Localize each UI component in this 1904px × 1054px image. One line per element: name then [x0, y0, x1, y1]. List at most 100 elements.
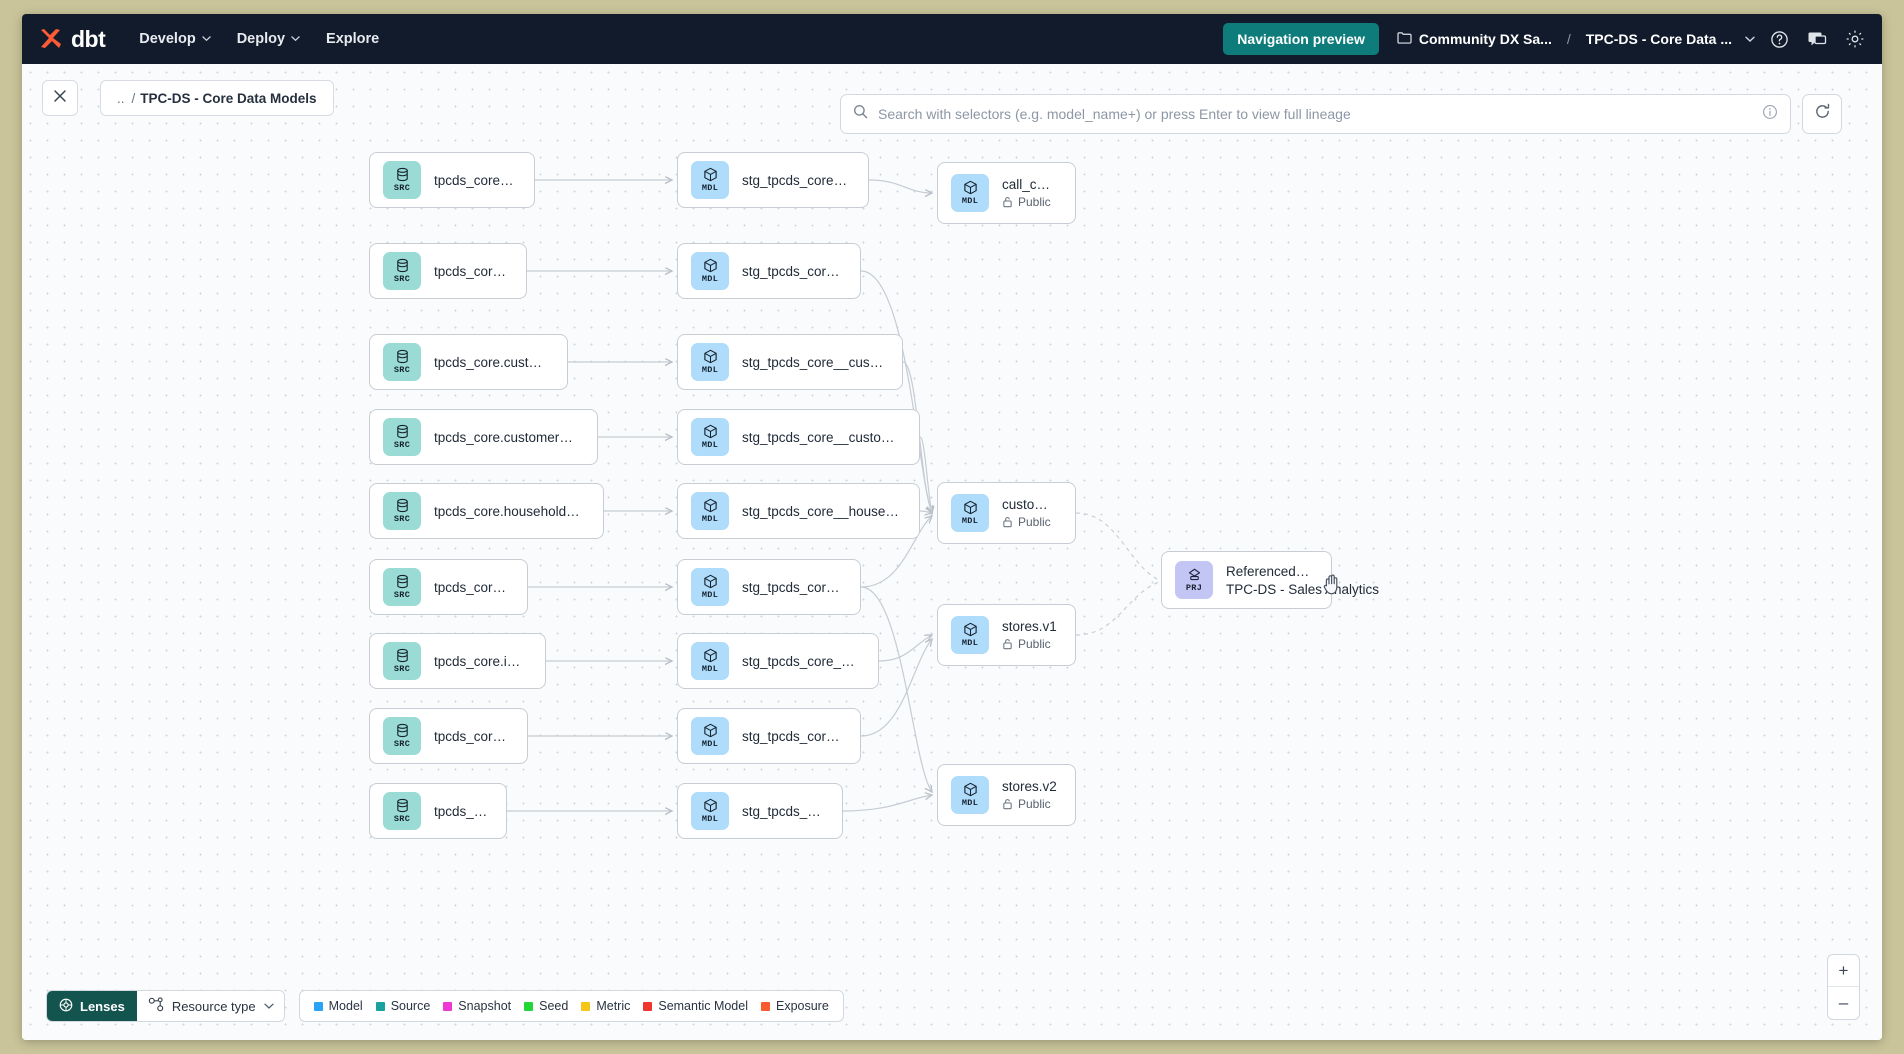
lineage-bottom-bar: Lenses Resource type Model Source Snapshot… [46, 990, 844, 1022]
node-text: tpcds_core.household_demographics [434, 504, 585, 519]
dbt-explore-app: dbt Develop Deploy Explore Navigation pr… [22, 14, 1882, 1040]
lenses-button[interactable]: Lenses [47, 991, 137, 1021]
navigation-preview-button[interactable]: Navigation preview [1223, 23, 1379, 55]
legend-label: Metric [596, 999, 631, 1013]
lineage-node-src-customer-demographics[interactable]: SRC tpcds_core.customer_demographics [369, 409, 598, 465]
search-box[interactable] [840, 94, 1791, 134]
legend-swatch [313, 1001, 323, 1011]
resource-type-dropdown[interactable]: Resource type [136, 991, 284, 1021]
legend-swatch [375, 1001, 385, 1011]
close-button[interactable] [42, 80, 78, 116]
nav-develop-label: Develop [139, 31, 196, 47]
lineage-canvas[interactable]: SRCtpcds_core.call_centerSRCtpcds_core.c… [22, 64, 1882, 1040]
node-text: tpcds_core.customer_demographics [434, 430, 579, 445]
lineage-node-mdl-stg-household-demographics[interactable]: MDLstg_tpcds_core__household_demogr… [677, 483, 920, 539]
lineage-node-mdl-stg-customer-demographics[interactable]: MDLstg_tpcds_core__customer_demogra… [677, 409, 920, 465]
node-title: stg_tpcds_core__customer_demogra… [742, 429, 901, 445]
legend-item-metric[interactable]: Metric [581, 999, 630, 1013]
lens-controls: Lenses Resource type [46, 990, 285, 1022]
folder-icon [1397, 31, 1412, 47]
zoom-in-button[interactable]: + [1828, 955, 1859, 987]
search-input[interactable] [878, 106, 1752, 122]
mdl-badge-icon: MDL [951, 494, 989, 532]
lineage-node-mdl-customers[interactable]: MDL customersPublic [937, 482, 1076, 544]
lock-icon [1002, 638, 1013, 650]
dbt-logo-text: dbt [71, 25, 106, 52]
legend-item-model[interactable]: Model [313, 999, 363, 1013]
node-text: customersPublic [1002, 497, 1057, 529]
node-title: tpcds_core.call_center [434, 172, 516, 188]
settings-icon[interactable] [1842, 26, 1868, 52]
mdl-badge-icon: MDL [951, 174, 989, 212]
breadcrumb-project[interactable]: TPC-DS - Core Data ... [1585, 31, 1732, 47]
legend-swatch [443, 1001, 453, 1011]
node-title: stg_tpcds_core__store [742, 803, 824, 819]
legend-swatch [581, 1001, 591, 1011]
breadcrumb-account[interactable]: Community DX Sa... [1418, 31, 1552, 47]
chevron-down-icon[interactable] [1745, 34, 1755, 43]
legend-item-seed[interactable]: Seed [524, 999, 568, 1013]
node-subtitle-label: Public [1018, 637, 1051, 651]
node-title: tpcds_core.customer_address [434, 354, 549, 370]
node-text: tpcds_core.income_band [434, 654, 527, 669]
legend-item-semantic-model[interactable]: Semantic Model [643, 999, 748, 1013]
legend-item-exposure[interactable]: Exposure [760, 999, 829, 1013]
chevron-down-icon [201, 34, 211, 43]
breadcrumb: Community DX Sa... / TPC-DS - Core Data … [1397, 31, 1755, 47]
mdl-badge-icon: MDL [691, 161, 729, 199]
legend-item-source[interactable]: Source [375, 999, 430, 1013]
node-subtitle: Public [1002, 637, 1057, 651]
nav-deploy[interactable]: Deploy [237, 31, 300, 47]
dbt-logo[interactable]: dbt [38, 25, 106, 53]
legend-item-snapshot[interactable]: Snapshot [443, 999, 511, 1013]
node-title: stores.v2 [1002, 779, 1057, 794]
breadcrumb-pill[interactable]: .. / TPC-DS - Core Data Models [100, 80, 334, 116]
lenses-label: Lenses [80, 998, 125, 1014]
src-badge-icon: SRC [383, 252, 421, 290]
node-subtitle: TPC-DS - Sales Analytics [1226, 582, 1379, 597]
refresh-button[interactable] [1802, 94, 1842, 134]
src-badge-icon: SRC [383, 418, 421, 456]
lineage-toolbar: .. / TPC-DS - Core Data Models [22, 64, 1882, 132]
legend-swatch [524, 1001, 534, 1011]
node-title: tpcds_core.income_band [434, 653, 527, 669]
zoom-out-button[interactable]: – [1838, 993, 1849, 1012]
node-text: stg_tpcds_core__date_dim [742, 580, 842, 595]
lineage-graph: SRCtpcds_core.call_centerSRCtpcds_core.c… [22, 64, 1882, 1040]
node-title: stg_tpcds_core__call_center [742, 172, 850, 188]
dbt-logo-icon [38, 27, 64, 51]
feedback-icon[interactable] [1804, 26, 1830, 52]
nav-explore[interactable]: Explore [326, 31, 379, 47]
search-info-icon[interactable] [1762, 104, 1778, 125]
search-icon [853, 104, 868, 124]
lineage-node-mdl-stg-call-center[interactable]: MDL stg_tpcds_core__call_center [677, 152, 869, 208]
node-title: stg_tpcds_core__income_band [742, 653, 860, 669]
nav-develop[interactable]: Develop [139, 31, 211, 47]
node-subtitle: Public [1002, 195, 1057, 209]
resource-type-icon [148, 997, 164, 1015]
help-icon[interactable] [1766, 26, 1792, 52]
src-badge-icon: SRC [383, 343, 421, 381]
src-badge-icon: SRC [383, 792, 421, 830]
lineage-node-src-customer-address[interactable]: SRC tpcds_core.customer_address [369, 334, 568, 390]
node-title: tpcds_core.inventory [434, 728, 509, 744]
